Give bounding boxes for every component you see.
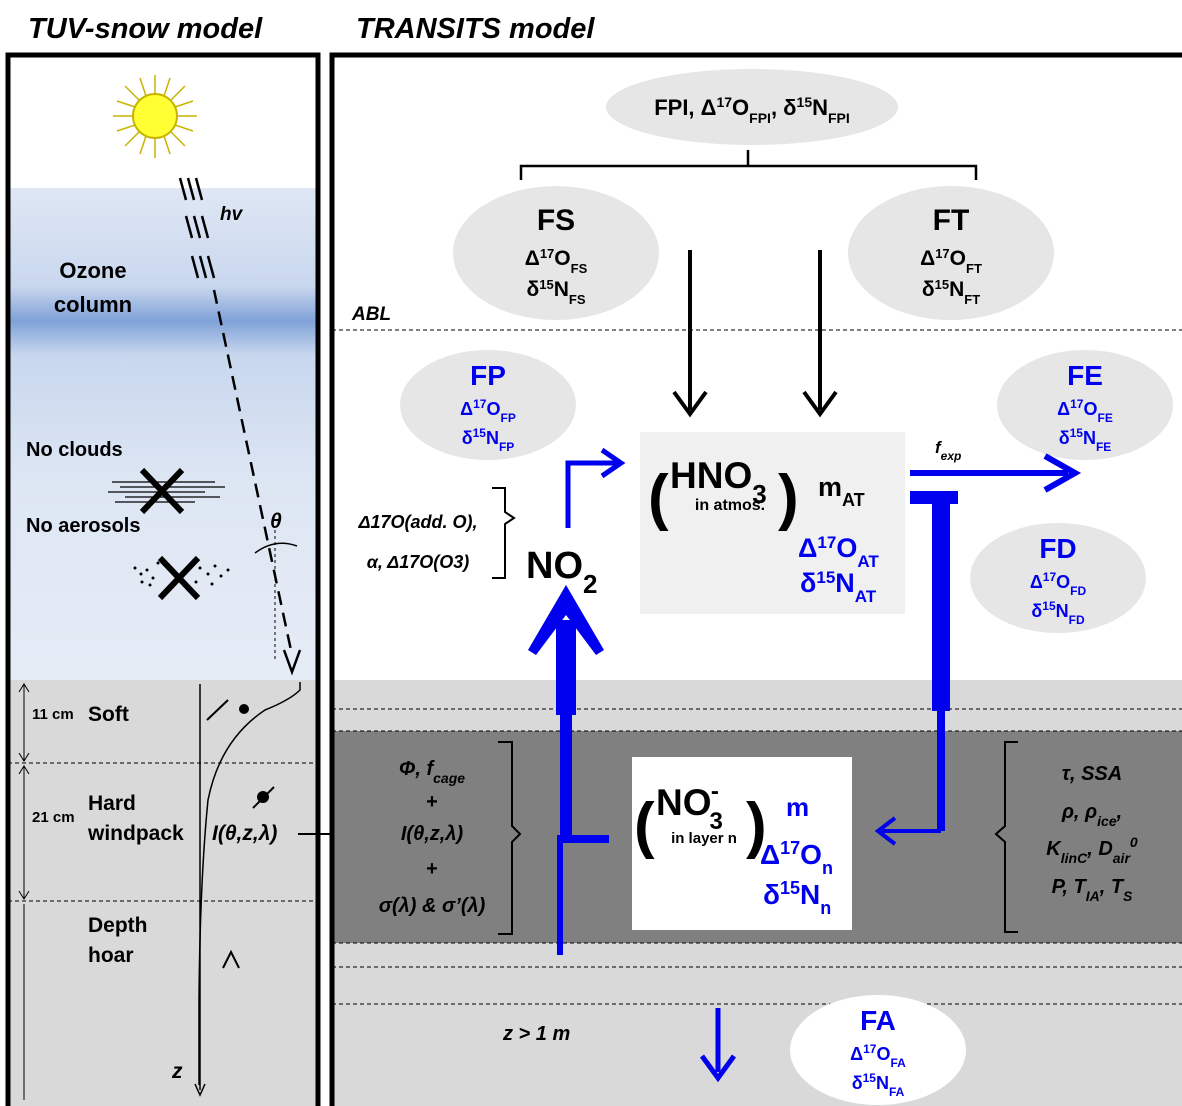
irradiance-label: I(θ,z,λ) — [212, 822, 277, 845]
snow-depth-ruler — [18, 683, 30, 1100]
ozone-label-2: column — [54, 292, 132, 317]
layer-depth-soft: 11 cm — [32, 706, 74, 723]
export-arrowhead-icon — [1043, 453, 1082, 493]
layer-depth-windpack: 21 cm — [32, 809, 75, 826]
svg-text:Δ17OFE: Δ17OFE — [1057, 397, 1113, 425]
fexp-label: fexp — [935, 438, 961, 463]
title-tuv: TUV-snow model — [28, 13, 263, 45]
archive-arrowhead-icon — [699, 1054, 737, 1083]
z-arrow-icon — [194, 1083, 206, 1097]
svg-text:τ, SSA: τ, SSA — [1062, 763, 1122, 785]
hno3-d15n: δ15NAT — [800, 568, 877, 606]
hv-label: hv — [220, 204, 244, 225]
svg-text:δ15NFE: δ15NFE — [1059, 426, 1112, 454]
snow-params: τ, SSA ρ, ρice, KlinC, Dair0 P, TIA, TS — [1046, 763, 1138, 904]
deposition-arrows — [672, 250, 838, 418]
fe-node: FE Δ17OFE δ15NFE — [997, 350, 1173, 460]
svg-text:Δ17OFT: Δ17OFT — [920, 246, 982, 276]
hno3-box: ( HNO3 in atmos. ) mAT Δ17OAT δ15NAT — [640, 432, 905, 614]
layer-name-depth-hoar-2: hoar — [88, 944, 134, 967]
no2-param-bracket — [492, 487, 516, 579]
no2-formula: NO2 — [526, 545, 597, 599]
svg-text:FP: FP — [470, 360, 506, 391]
svg-text:Δ17OFD: Δ17OFD — [1030, 570, 1087, 598]
solar-beam — [212, 289, 294, 656]
svg-text:Φ, fcage: Φ, fcage — [399, 758, 465, 786]
no3-d17o: Δ17On — [760, 838, 833, 878]
theta-label: θ — [270, 510, 282, 533]
fs-node: FS Δ17OFS δ15NFS — [453, 186, 659, 320]
no3-mass: m — [786, 792, 809, 822]
fd-node: FD Δ17OFD δ15NFD — [970, 523, 1146, 633]
svg-text:KlinC, Dair0: KlinC, Dair0 — [1046, 834, 1138, 866]
svg-text:FT: FT — [933, 204, 970, 237]
svg-text:FD: FD — [1039, 533, 1076, 564]
no3-paren-open: ( — [634, 791, 655, 860]
photolysis-params: Φ, fcage + I(θ,z,λ) + σ(λ) & σ’(λ) — [379, 758, 486, 917]
hno3-formula: HNO3 — [670, 455, 767, 509]
sun-icon — [113, 75, 197, 158]
svg-text:P, TIA, TS: P, TIA, TS — [1052, 876, 1133, 904]
aerosol-crossed-icon — [133, 555, 230, 601]
svg-text:δ15NFP: δ15NFP — [462, 426, 515, 454]
depth-label: z > 1 m — [502, 1023, 570, 1045]
no3-d15n: δ15Nn — [763, 878, 831, 918]
tuv-panel — [5, 52, 321, 1106]
deposition-arrowhead-icon — [874, 816, 897, 846]
no2-param-line2: α, Δ17O(O3) — [367, 552, 470, 572]
layer-name-windpack-1: Hard — [88, 792, 136, 815]
cloud-crossed-icon — [108, 467, 225, 515]
no2-param-line1: Δ17O(add. O), — [357, 512, 477, 532]
no-aerosols-label: No aerosols — [26, 515, 140, 537]
snow-params-bracket — [994, 741, 1018, 933]
hno3-mass: mAT — [818, 472, 865, 510]
hno3-note: in atmos. — [695, 497, 765, 514]
hno3-d17o: Δ17OAT — [798, 533, 879, 571]
svg-text:Δ17OFA: Δ17OFA — [850, 1042, 906, 1070]
svg-text:FE: FE — [1067, 360, 1103, 391]
svg-text:δ15NFT: δ15NFT — [922, 277, 980, 307]
photon-lines-icon — [178, 177, 216, 279]
svg-text:δ15NFD: δ15NFD — [1031, 599, 1085, 627]
beam-arrowhead-icon — [282, 649, 302, 676]
no3-note: in layer n — [671, 830, 737, 847]
no3-box: ( NO3- in layer n ) m — [632, 757, 852, 930]
oxidation-arrow — [565, 460, 617, 528]
ozone-label-1: Ozone — [59, 258, 126, 283]
layer-name-windpack-2: windpack — [87, 822, 184, 845]
no3-formula: NO3- — [656, 778, 723, 835]
svg-text:σ(λ) & σ’(λ): σ(λ) & σ’(λ) — [379, 895, 486, 917]
svg-text:FPI, Δ17OFPI, δ15NFPI: FPI, Δ17OFPI, δ15NFPI — [654, 94, 850, 126]
svg-text:ρ, ρice,: ρ, ρice, — [1061, 801, 1122, 829]
svg-text:I(θ,z,λ): I(θ,z,λ) — [401, 823, 464, 845]
emission-arrow — [528, 585, 609, 955]
fa-node: FA Δ17OFA δ15NFA — [790, 995, 966, 1105]
svg-text:δ15NFS: δ15NFS — [526, 277, 585, 307]
ft-node: FT Δ17OFT δ15NFT — [848, 186, 1054, 320]
oxidation-arrowhead-icon — [600, 447, 626, 479]
abl-label: ABL — [351, 304, 391, 325]
svg-text:Δ17OFS: Δ17OFS — [525, 246, 588, 276]
photolysis-bracket — [498, 741, 522, 935]
fpi-split-bracket — [519, 150, 978, 180]
svg-text:+: + — [426, 791, 438, 813]
svg-text:Δ17OFP: Δ17OFP — [460, 397, 516, 425]
no-clouds-label: No clouds — [26, 439, 123, 461]
hno3-paren-open: ( — [648, 463, 669, 532]
svg-text:FA: FA — [860, 1005, 896, 1036]
layer-name-depth-hoar-1: Depth — [88, 914, 148, 937]
title-transits: TRANSITS model — [356, 13, 595, 45]
hno3-paren-close: ) — [778, 463, 799, 532]
z-label: z — [171, 1060, 183, 1083]
no3-paren-close: ) — [746, 791, 767, 860]
svg-text:FS: FS — [537, 204, 575, 237]
fpi-node: FPI, Δ17OFPI, δ15NFPI — [606, 69, 898, 145]
deposition-to-snow — [910, 491, 958, 831]
fp-node: FP Δ17OFP δ15NFP — [400, 350, 576, 460]
snow-grain-icons — [206, 699, 275, 969]
svg-text:δ15NFA: δ15NFA — [852, 1071, 905, 1099]
layer-name-soft: Soft — [88, 703, 129, 726]
svg-text:+: + — [426, 858, 438, 880]
